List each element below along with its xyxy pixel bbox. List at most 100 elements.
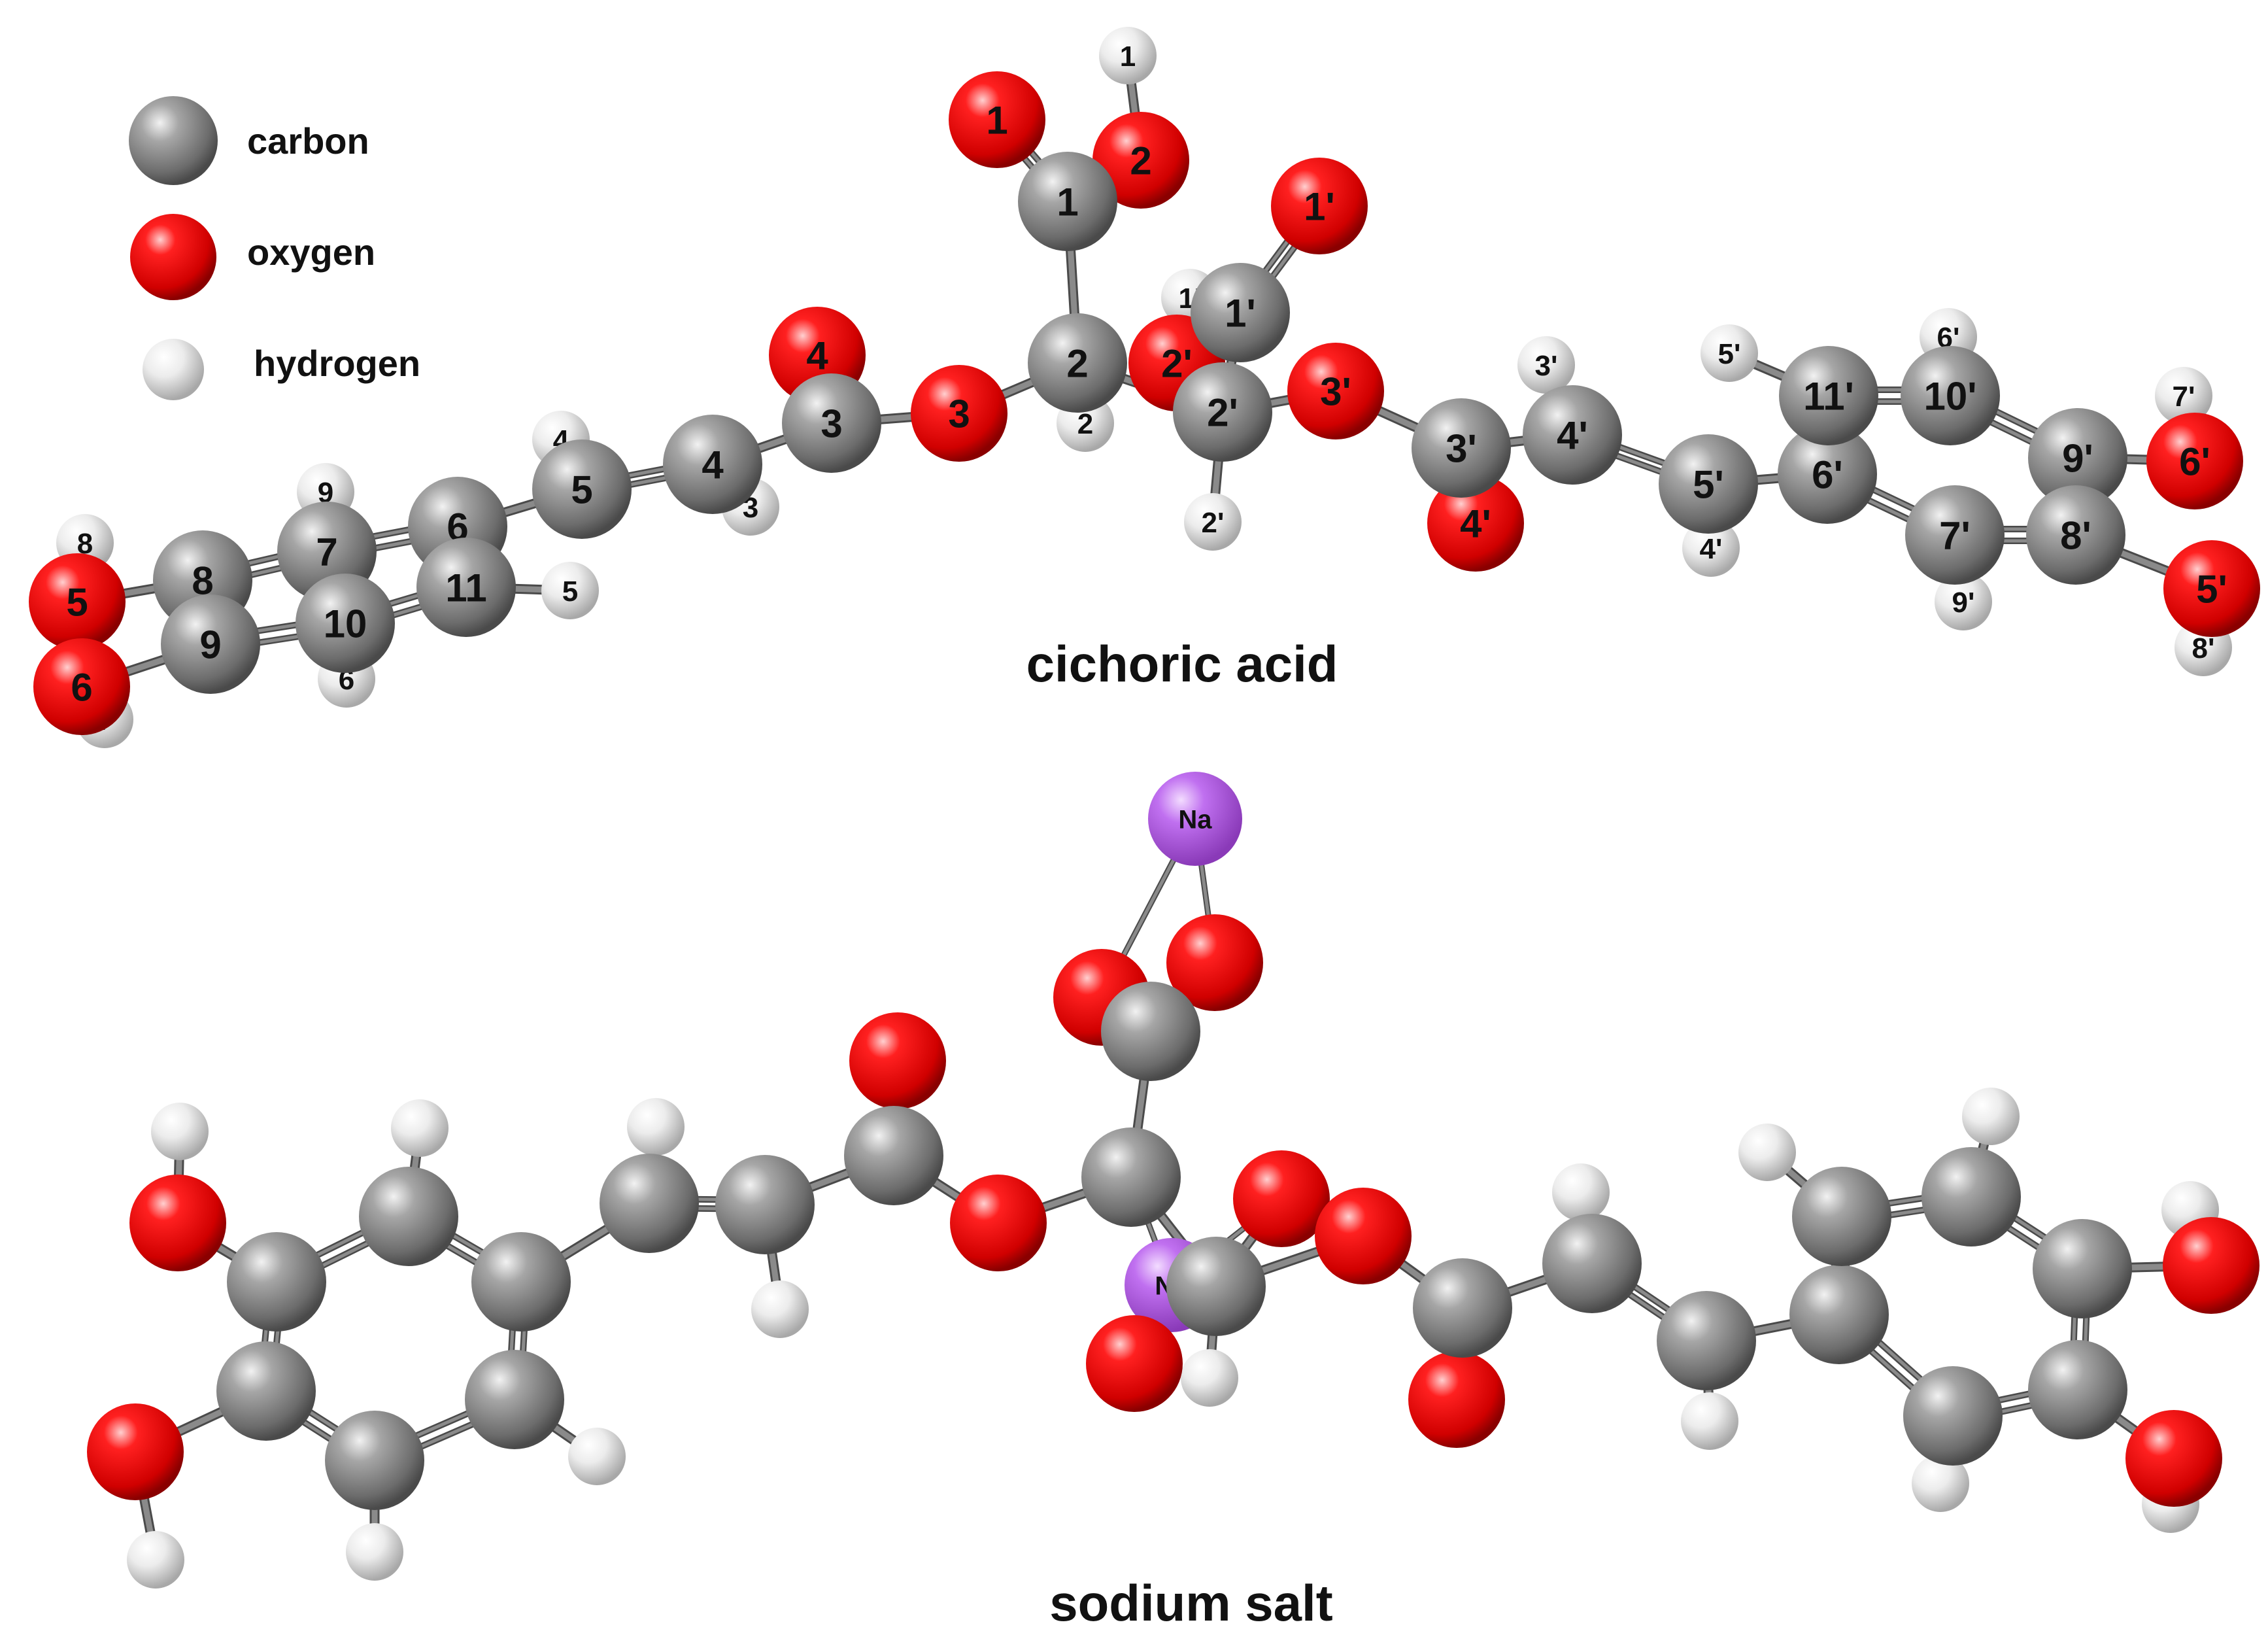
hydrogen-atom-icon — [1099, 27, 1157, 84]
carbon-atom-icon — [2028, 1340, 2127, 1439]
atom-sodium-salt-sH3 — [627, 1098, 685, 1156]
atom-sodium-salt-sC3 — [844, 1106, 943, 1205]
atom-sodium-salt-sO3 — [950, 1175, 1047, 1271]
atom-cichoric-acid-C1: 1 — [1018, 152, 1117, 251]
atom-label: 5' — [1718, 338, 1741, 370]
atom-cichoric-acid-O6p: 6' — [2146, 413, 2243, 509]
caption-sodium-salt: sodium salt — [1049, 1574, 1332, 1632]
carbon-atom-icon — [1657, 1291, 1756, 1390]
carbon-atom-icon — [1779, 346, 1878, 445]
atom-cichoric-acid-O1: 1 — [949, 71, 1045, 168]
atom-label: 9 — [199, 623, 221, 667]
atom-label: 6' — [1812, 453, 1843, 497]
atom-sodium-salt-sC7 — [359, 1167, 458, 1266]
atom-sodium-salt-sC6p — [1789, 1265, 1889, 1364]
caption-cichoric-acid: cichoric acid — [1026, 635, 1338, 693]
carbon-atom-icon — [1901, 346, 2000, 445]
atom-label: Na — [1178, 805, 1212, 834]
carbon-atom-icon — [1018, 152, 1117, 251]
atom-cichoric-acid-C3p: 3' — [1412, 398, 1511, 498]
atom-cichoric-acid-C2p: 2' — [1173, 362, 1272, 462]
oxygen-atom-icon — [2125, 1410, 2222, 1507]
atom-label: 4' — [1460, 502, 1491, 546]
oxygen-atom-icon — [87, 1403, 184, 1500]
atom-cichoric-acid-C1p: 1' — [1191, 263, 1290, 362]
carbon-atom-icon — [471, 1232, 571, 1332]
hydrogen-atom-icon — [1682, 519, 1740, 577]
carbon-atom-icon — [1789, 1265, 1889, 1364]
sodium-salt-molecule: NaNa — [87, 772, 2260, 1589]
atom-cichoric-acid-C8p: 8' — [2026, 485, 2125, 585]
oxygen-atom-icon — [2163, 540, 2260, 637]
hydrogen-atom-icon — [541, 562, 599, 619]
hydrogen-atom-icon — [127, 1531, 184, 1589]
atom-cichoric-acid-H7p: 7' — [2155, 367, 2212, 424]
hydrogen-atom-icon — [1701, 324, 1758, 382]
atom-label: 1' — [1225, 292, 1256, 335]
carbon-atom-icon — [1081, 1127, 1181, 1227]
atom-sodium-salt-sO4 — [849, 1012, 946, 1109]
atom-sodium-salt-sO6 — [87, 1403, 184, 1500]
atom-cichoric-acid-H2p: 2' — [1184, 493, 1242, 551]
carbon-atom-icon — [2026, 485, 2125, 585]
carbon-atom-icon — [129, 96, 218, 185]
atom-sodium-salt-sC5 — [600, 1154, 699, 1253]
atom-cichoric-acid-C2: 2 — [1028, 313, 1127, 413]
hydrogen-atom-icon — [1517, 336, 1575, 394]
atom-sodium-salt-sC5p — [1657, 1291, 1756, 1390]
oxygen-atom-icon — [849, 1012, 946, 1109]
atom-sodium-salt-sO5p — [2125, 1410, 2222, 1507]
atom-cichoric-acid-C3: 3 — [782, 373, 881, 473]
sodium-atom-icon — [1148, 772, 1242, 866]
atom-sodium-salt-sO3p — [1315, 1188, 1412, 1284]
atom-sodium-salt-sC11 — [465, 1350, 564, 1449]
carbon-atom-icon — [1413, 1258, 1512, 1358]
atom-sodium-salt-sH6p — [1962, 1088, 2020, 1145]
atom-label: 6' — [2179, 440, 2210, 484]
legend: carbon oxygen hydrogen — [129, 96, 420, 400]
atom-cichoric-acid-O4p: 4' — [1427, 475, 1524, 572]
atom-label: 2' — [1207, 391, 1238, 435]
atom-sodium-salt-sO2 — [1166, 914, 1263, 1011]
atom-label: 3' — [1535, 350, 1558, 382]
carbon-atom-icon — [359, 1167, 458, 1266]
hydrogen-atom-icon — [1181, 1349, 1238, 1407]
carbon-atom-icon — [2033, 1219, 2132, 1318]
oxygen-atom-icon — [33, 638, 130, 735]
hydrogen-atom-icon — [1738, 1124, 1796, 1181]
atom-label: 8' — [2192, 632, 2215, 664]
atom-cichoric-acid-H3p: 3' — [1517, 336, 1575, 394]
oxygen-atom-icon — [2146, 413, 2243, 509]
atom-label: 3 — [948, 392, 970, 436]
atom-label: 11' — [1803, 375, 1854, 419]
legend-label-hydrogen: hydrogen — [254, 343, 420, 384]
hydrogen-atom-icon — [1681, 1392, 1738, 1450]
carbon-atom-icon — [532, 439, 632, 539]
carbon-atom-icon — [600, 1154, 699, 1253]
atom-sodium-salt-sC10 — [325, 1411, 424, 1510]
atom-label: 6 — [71, 666, 92, 710]
carbon-atom-icon — [1921, 1147, 2021, 1246]
atom-cichoric-acid-H4p: 4' — [1682, 519, 1740, 577]
oxygen-atom-icon — [29, 553, 126, 650]
atom-sodium-salt-sH8 — [151, 1103, 209, 1160]
hydrogen-atom-icon — [1184, 493, 1242, 551]
atom-cichoric-acid-O1p: 1' — [1271, 158, 1368, 254]
atom-label: 7' — [2173, 381, 2195, 413]
atom-label: 8' — [2060, 514, 2091, 558]
atom-cichoric-acid-O3: 3 — [911, 365, 1007, 462]
carbon-atom-icon — [1191, 263, 1290, 362]
atom-label: 1 — [1120, 41, 1136, 73]
oxygen-atom-icon — [130, 214, 216, 300]
atom-sodium-salt-sO4p — [1408, 1351, 1505, 1448]
atom-sodium-salt-sH9 — [391, 1099, 449, 1157]
atom-cichoric-acid-O5p: 5' — [2163, 540, 2260, 637]
atom-sodium-salt-sO6p — [2163, 1217, 2260, 1314]
carbon-atom-icon — [296, 574, 395, 673]
atom-sodium-salt-Na1: Na — [1148, 772, 1242, 866]
atom-cichoric-acid-C7p: 7' — [1905, 485, 2005, 585]
carbon-atom-icon — [663, 415, 762, 514]
oxygen-atom-icon — [2163, 1217, 2260, 1314]
atom-cichoric-acid-C5p: 5' — [1659, 434, 1758, 534]
